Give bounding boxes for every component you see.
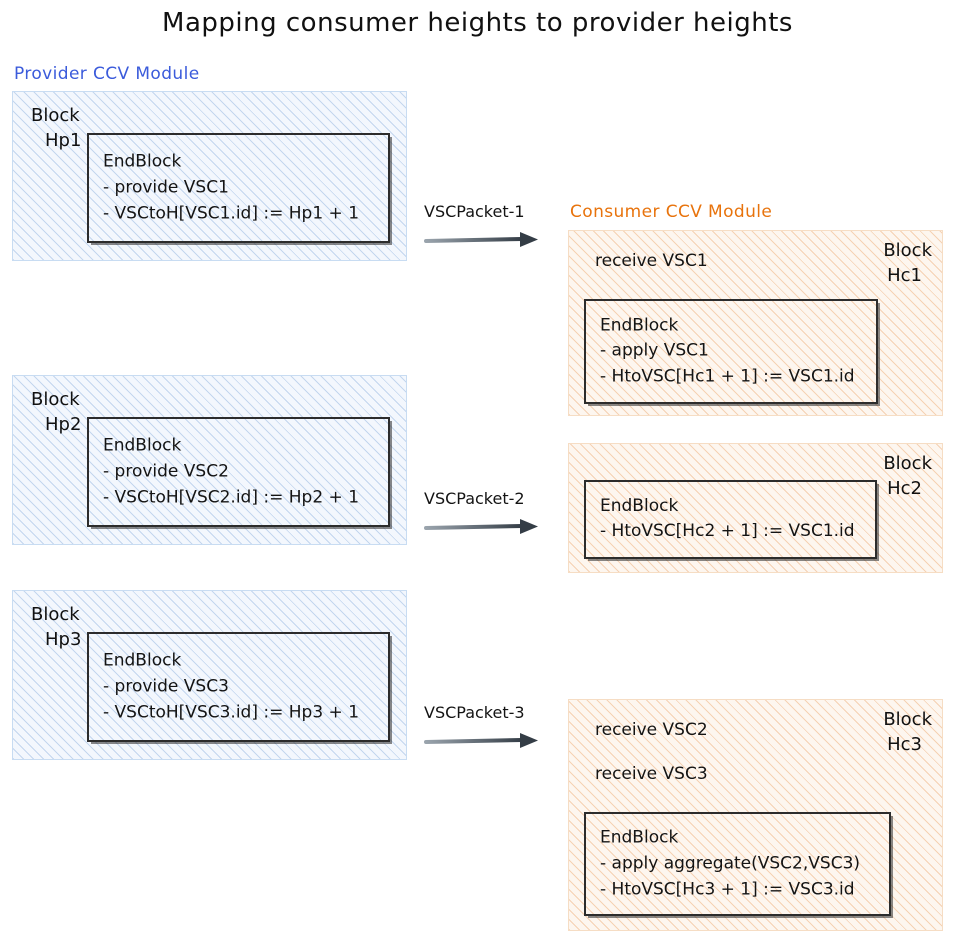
vscpacket-1-label: VSCPacket-1 xyxy=(424,202,525,221)
endblock-heading: EndBlock xyxy=(600,827,679,848)
provider-block-hp2-label-line2: Hp2 xyxy=(45,413,82,435)
consumer-block-hc1-label: Block Hc1 xyxy=(883,239,932,289)
vscpacket-2-label: VSCPacket-2 xyxy=(424,489,525,508)
provider-block-hp2-panel: Block Hp2 EndBlock - provide VSC2 - VSCt… xyxy=(12,375,407,545)
consumer-block-hc3-endblock-box: EndBlock - apply aggregate(VSC2,VSC3) - … xyxy=(584,812,891,916)
provider-block-hp3-label-line2: Hp3 xyxy=(45,628,82,650)
consumer-block-hc2-label: Block Hc2 xyxy=(883,452,932,502)
page-title: Mapping consumer heights to provider hei… xyxy=(162,8,793,38)
provider-block-hp1-endblock-text: EndBlock - provide VSC1 - VSCtoH[VSC1.id… xyxy=(103,149,359,226)
endblock-heading: EndBlock xyxy=(600,314,679,335)
consumer-block-hc1-label-line2: Hc1 xyxy=(887,264,922,286)
provider-block-hp1-panel: Block Hp1 EndBlock - provide VSC1 - VSCt… xyxy=(12,91,407,261)
consumer-block-hc2-label-line1: Block xyxy=(883,453,932,474)
provider-block-hp2-label: Block Hp2 xyxy=(31,388,81,438)
provider-block-hp3-endblock-text: EndBlock - provide VSC3 - VSCtoH[VSC3.id… xyxy=(103,648,359,725)
endblock-line-1: - provide VSC1 xyxy=(103,177,229,198)
consumer-block-hc2-label-line2: Hc2 xyxy=(887,477,922,499)
consumer-block-hc1-label-line1: Block xyxy=(883,240,932,261)
consumer-block-hc1-event-1: receive VSC1 xyxy=(595,251,708,271)
endblock-line-2: - VSCtoH[VSC2.id] := Hp2 + 1 xyxy=(103,486,360,507)
endblock-line-1: - provide VSC3 xyxy=(103,676,229,697)
endblock-line-1: - apply VSC1 xyxy=(600,340,709,361)
vscpacket-3-arrow-icon xyxy=(424,733,538,748)
endblock-line-2: - HtoVSC[Hc1 + 1] := VSC1.id xyxy=(600,366,855,387)
consumer-block-hc2-endblock-text: EndBlock - HtoVSC[Hc2 + 1] := VSC1.id xyxy=(600,494,855,546)
consumer-module-caption: Consumer CCV Module xyxy=(570,202,773,222)
endblock-line-1: - apply aggregate(VSC2,VSC3) xyxy=(600,853,861,874)
provider-block-hp3-label: Block Hp3 xyxy=(31,603,81,653)
consumer-block-hc1-panel: Block Hc1 receive VSC1 EndBlock - apply … xyxy=(568,230,943,416)
consumer-block-hc3-event-1: receive VSC2 xyxy=(595,720,708,740)
endblock-heading: EndBlock xyxy=(103,435,182,456)
provider-block-hp1-label-line2: Hp1 xyxy=(45,129,82,151)
consumer-block-hc3-label-line2: Hc3 xyxy=(887,733,922,755)
provider-block-hp3-endblock-box: EndBlock - provide VSC3 - VSCtoH[VSC3.id… xyxy=(87,632,390,742)
provider-block-hp1-label-line1: Block xyxy=(31,105,80,126)
consumer-block-hc3-event-2: receive VSC3 xyxy=(595,764,708,784)
vscpacket-1-arrow-icon xyxy=(424,232,538,247)
consumer-block-hc3-panel: Block Hc3 receive VSC2 receive VSC3 EndB… xyxy=(568,699,943,931)
provider-block-hp2-label-line1: Block xyxy=(31,389,80,410)
endblock-line-2: - VSCtoH[VSC1.id] := Hp1 + 1 xyxy=(103,202,360,223)
endblock-heading: EndBlock xyxy=(103,650,182,671)
consumer-block-hc3-label-line1: Block xyxy=(883,709,932,730)
provider-block-hp1-label: Block Hp1 xyxy=(31,104,81,154)
provider-block-hp2-endblock-text: EndBlock - provide VSC2 - VSCtoH[VSC2.id… xyxy=(103,433,359,510)
consumer-block-hc1-endblock-box: EndBlock - apply VSC1 - HtoVSC[Hc1 + 1] … xyxy=(584,299,878,404)
endblock-heading: EndBlock xyxy=(103,151,182,172)
provider-module-caption: Provider CCV Module xyxy=(14,64,200,84)
provider-block-hp2-endblock-box: EndBlock - provide VSC2 - VSCtoH[VSC2.id… xyxy=(87,417,390,527)
endblock-line-1: - provide VSC2 xyxy=(103,461,229,482)
vscpacket-2-arrow-icon xyxy=(424,519,538,534)
consumer-block-hc3-label: Block Hc3 xyxy=(883,708,932,758)
endblock-line-2: - HtoVSC[Hc3 + 1] := VSC3.id xyxy=(600,878,855,899)
provider-block-hp3-label-line1: Block xyxy=(31,604,80,625)
consumer-block-hc2-endblock-box: EndBlock - HtoVSC[Hc2 + 1] := VSC1.id xyxy=(584,480,877,559)
endblock-heading: EndBlock xyxy=(600,495,679,516)
consumer-block-hc1-endblock-text: EndBlock - apply VSC1 - HtoVSC[Hc1 + 1] … xyxy=(600,313,855,390)
provider-block-hp1-endblock-box: EndBlock - provide VSC1 - VSCtoH[VSC1.id… xyxy=(87,133,390,243)
vscpacket-3-label: VSCPacket-3 xyxy=(424,703,525,722)
consumer-block-hc2-panel: Block Hc2 EndBlock - HtoVSC[Hc2 + 1] := … xyxy=(568,443,943,573)
provider-block-hp3-panel: Block Hp3 EndBlock - provide VSC3 - VSCt… xyxy=(12,590,407,760)
endblock-line-1: - HtoVSC[Hc2 + 1] := VSC1.id xyxy=(600,521,855,542)
endblock-line-2: - VSCtoH[VSC3.id] := Hp3 + 1 xyxy=(103,701,360,722)
consumer-block-hc3-endblock-text: EndBlock - apply aggregate(VSC2,VSC3) - … xyxy=(600,825,860,902)
